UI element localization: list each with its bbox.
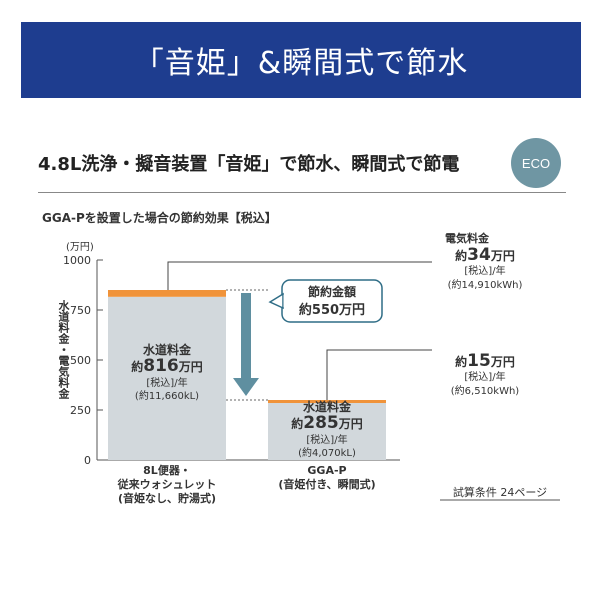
water-label-volume: (約4,070kL) xyxy=(298,446,356,459)
bar-water xyxy=(108,296,226,460)
savings-box-pointer xyxy=(268,292,284,310)
savings-title: 節約金額 xyxy=(308,284,356,299)
y-tick-label: 500 xyxy=(70,354,91,367)
category-label: (音姫付き、瞬間式) xyxy=(278,477,375,491)
water-label-title: 水道料金 xyxy=(303,399,352,414)
electricity-label-title: 電気料金 xyxy=(445,231,490,245)
water-label-amount: 約285万円 xyxy=(291,413,363,433)
y-tick-label: 1000 xyxy=(63,254,91,267)
bar-electricity xyxy=(108,290,226,297)
banner-title: 「音姫」&瞬間式で節水 xyxy=(133,46,469,81)
electricity-leader-line xyxy=(167,261,432,290)
savings-box-pointer-mask xyxy=(283,295,287,307)
water-label-volume: (約11,660kL) xyxy=(135,389,199,402)
bar-water xyxy=(268,403,386,460)
water-label-tax: [税込]/年 xyxy=(146,376,187,389)
category-label: GGA-P xyxy=(307,464,346,477)
title-banner: 「音姫」&瞬間式で節水 xyxy=(21,22,581,98)
y-unit-label: (万円) xyxy=(66,242,94,253)
water-label-title: 水道料金 xyxy=(143,342,192,357)
headline: 4.8L洗浄・擬音装置「音姫」で節水、瞬間式で節電 xyxy=(38,154,460,175)
y-axis-label: 水道料金・電気料金 xyxy=(57,300,70,399)
electricity-label-amount: 約15万円 xyxy=(455,351,515,371)
headline-divider xyxy=(38,192,566,193)
bar-electricity xyxy=(268,400,386,403)
electricity-label-tax: [税込]/年 xyxy=(464,370,505,383)
electricity-label-amount: 約34万円 xyxy=(455,245,515,265)
category-label: 従来ウォシュレット xyxy=(117,477,217,491)
footnote: 試算条件 24ページ xyxy=(453,485,547,499)
chart-subtitle: GGA-Pを設置した場合の節約効果【税込】 xyxy=(42,211,277,225)
savings-value: 約550万円 xyxy=(299,302,365,318)
category-label: 8L便器・ xyxy=(143,463,191,477)
water-label-tax: [税込]/年 xyxy=(306,433,347,446)
y-tick-label: 750 xyxy=(70,304,91,317)
savings-arrow-shaft xyxy=(241,293,251,379)
y-tick-label: 250 xyxy=(70,404,91,417)
electricity-label-volume: (約14,910kWh) xyxy=(448,278,523,291)
electricity-leader-line xyxy=(326,349,432,400)
electricity-label-volume: (約6,510kWh) xyxy=(451,384,520,397)
y-tick-label: 0 xyxy=(84,454,91,467)
eco-badge: ECO xyxy=(511,138,561,188)
savings-arrow-head xyxy=(233,378,259,396)
water-label-amount: 約816万円 xyxy=(131,356,203,376)
category-label: (音姫なし、貯湯式) xyxy=(118,491,216,505)
electricity-label-tax: [税込]/年 xyxy=(464,264,505,277)
